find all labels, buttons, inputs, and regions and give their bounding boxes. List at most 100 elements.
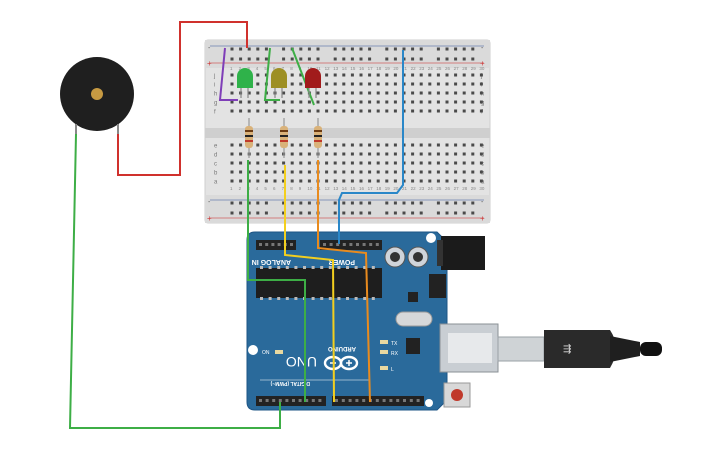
terminal-hole[interactable] bbox=[359, 161, 363, 165]
rail-hole[interactable] bbox=[256, 57, 260, 61]
wire-green-jumper-2[interactable] bbox=[291, 47, 315, 106]
terminal-hole[interactable] bbox=[411, 109, 415, 113]
rail-hole[interactable] bbox=[333, 47, 337, 51]
terminal-hole[interactable] bbox=[428, 152, 432, 156]
analog-pin[interactable] bbox=[259, 243, 262, 246]
terminal-hole[interactable] bbox=[273, 143, 277, 147]
terminal-hole[interactable] bbox=[273, 170, 277, 174]
rail-hole[interactable] bbox=[393, 211, 397, 215]
piezo-buzzer[interactable] bbox=[60, 57, 134, 134]
terminal-hole[interactable] bbox=[462, 143, 466, 147]
rail-hole[interactable] bbox=[230, 201, 234, 205]
rail-hole[interactable] bbox=[419, 211, 423, 215]
terminal-hole[interactable] bbox=[290, 109, 294, 113]
digital-pin[interactable] bbox=[403, 399, 406, 402]
rail-hole[interactable] bbox=[282, 47, 286, 51]
terminal-hole[interactable] bbox=[350, 109, 354, 113]
terminal-hole[interactable] bbox=[256, 161, 260, 165]
rail-hole[interactable] bbox=[342, 47, 346, 51]
terminal-hole[interactable] bbox=[385, 91, 389, 95]
rail-hole[interactable] bbox=[359, 211, 363, 215]
terminal-hole[interactable] bbox=[411, 143, 415, 147]
terminal-hole[interactable] bbox=[385, 73, 389, 77]
terminal-hole[interactable] bbox=[393, 143, 397, 147]
rail-hole[interactable] bbox=[462, 211, 466, 215]
wire-green-buzzer[interactable] bbox=[68, 133, 281, 429]
wire-blue-5v[interactable] bbox=[338, 50, 404, 244]
terminal-hole[interactable] bbox=[428, 170, 432, 174]
terminal-hole[interactable] bbox=[436, 109, 440, 113]
digital-pin[interactable] bbox=[416, 399, 420, 402]
terminal-hole[interactable] bbox=[299, 179, 303, 183]
terminal-hole[interactable] bbox=[307, 161, 311, 165]
rail-hole[interactable] bbox=[411, 47, 415, 51]
terminal-hole[interactable] bbox=[359, 73, 363, 77]
arduino-uno-board[interactable]: ANALOG IN POWER TX RX L ON bbox=[246, 231, 499, 411]
rail-hole[interactable] bbox=[385, 47, 389, 51]
terminal-hole[interactable] bbox=[333, 100, 337, 104]
rail-hole[interactable] bbox=[247, 211, 251, 215]
terminal-hole[interactable] bbox=[445, 100, 449, 104]
terminal-hole[interactable] bbox=[428, 109, 432, 113]
led-red[interactable] bbox=[305, 68, 321, 98]
terminal-hole[interactable] bbox=[411, 170, 415, 174]
rail-hole[interactable] bbox=[436, 211, 440, 215]
rail-hole[interactable] bbox=[230, 47, 234, 51]
rail-hole[interactable] bbox=[264, 57, 268, 61]
terminal-hole[interactable] bbox=[411, 91, 415, 95]
rail-hole[interactable] bbox=[368, 47, 372, 51]
terminal-hole[interactable] bbox=[393, 152, 397, 156]
terminal-hole[interactable] bbox=[273, 109, 277, 113]
terminal-hole[interactable] bbox=[230, 100, 234, 104]
terminal-hole[interactable] bbox=[239, 100, 243, 104]
digital-pin[interactable] bbox=[285, 399, 289, 402]
power-pin[interactable] bbox=[356, 243, 359, 246]
terminal-hole[interactable] bbox=[428, 73, 432, 77]
rail-hole[interactable] bbox=[256, 211, 260, 215]
rail-hole[interactable] bbox=[419, 47, 423, 51]
terminal-hole[interactable] bbox=[376, 91, 380, 95]
terminal-hole[interactable] bbox=[264, 161, 268, 165]
rail-hole[interactable] bbox=[282, 201, 286, 205]
rail-hole[interactable] bbox=[436, 47, 440, 51]
terminal-hole[interactable] bbox=[230, 109, 234, 113]
terminal-hole[interactable] bbox=[436, 82, 440, 86]
terminal-hole[interactable] bbox=[479, 73, 483, 77]
rail-hole[interactable] bbox=[239, 211, 243, 215]
terminal-hole[interactable] bbox=[376, 100, 380, 104]
power-pin[interactable] bbox=[375, 243, 379, 246]
terminal-hole[interactable] bbox=[307, 109, 311, 113]
rail-hole[interactable] bbox=[454, 211, 458, 215]
terminal-hole[interactable] bbox=[471, 161, 475, 165]
rail-hole[interactable] bbox=[445, 211, 449, 215]
terminal-hole[interactable] bbox=[350, 82, 354, 86]
terminal-hole[interactable] bbox=[350, 161, 354, 165]
terminal-hole[interactable] bbox=[359, 91, 363, 95]
terminal-hole[interactable] bbox=[393, 82, 397, 86]
rail-hole[interactable] bbox=[419, 201, 423, 205]
rail-hole[interactable] bbox=[350, 57, 354, 61]
reset-button[interactable] bbox=[443, 382, 471, 408]
terminal-hole[interactable] bbox=[462, 73, 466, 77]
terminal-hole[interactable] bbox=[256, 73, 260, 77]
terminal-hole[interactable] bbox=[454, 109, 458, 113]
terminal-hole[interactable] bbox=[256, 152, 260, 156]
terminal-hole[interactable] bbox=[290, 143, 294, 147]
digital-pin[interactable] bbox=[305, 399, 309, 402]
terminal-hole[interactable] bbox=[454, 100, 458, 104]
terminal-hole[interactable] bbox=[454, 152, 458, 156]
terminal-hole[interactable] bbox=[299, 152, 303, 156]
terminal-hole[interactable] bbox=[454, 73, 458, 77]
rail-hole[interactable] bbox=[385, 201, 389, 205]
terminal-hole[interactable] bbox=[264, 170, 268, 174]
terminal-hole[interactable] bbox=[307, 143, 311, 147]
terminal-hole[interactable] bbox=[299, 109, 303, 113]
power-pin[interactable] bbox=[362, 243, 366, 246]
wire-green-jumper-1[interactable] bbox=[263, 47, 280, 101]
terminal-hole[interactable] bbox=[333, 152, 337, 156]
resistor-3[interactable] bbox=[314, 118, 322, 158]
power-pin[interactable] bbox=[342, 243, 346, 246]
terminal-hole[interactable] bbox=[239, 143, 243, 147]
terminal-hole[interactable] bbox=[454, 161, 458, 165]
rail-hole[interactable] bbox=[299, 201, 303, 205]
